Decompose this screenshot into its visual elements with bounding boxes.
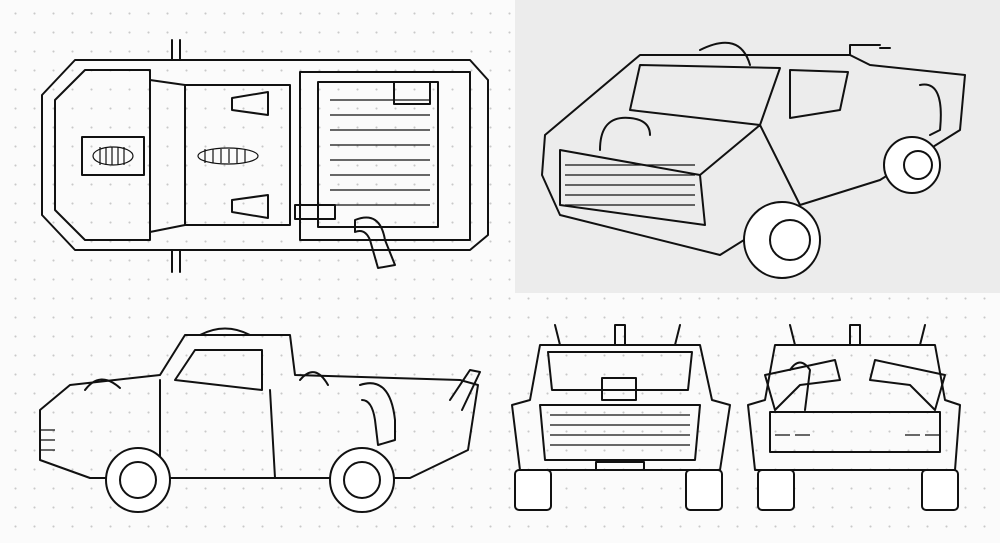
car-front-view-sketch (511, 324, 731, 511)
car-rear-view-sketch (747, 324, 961, 511)
car-perspective-sketch (541, 41, 966, 279)
car-side-view-sketch (39, 327, 481, 513)
car-top-view-sketch (41, 39, 489, 273)
